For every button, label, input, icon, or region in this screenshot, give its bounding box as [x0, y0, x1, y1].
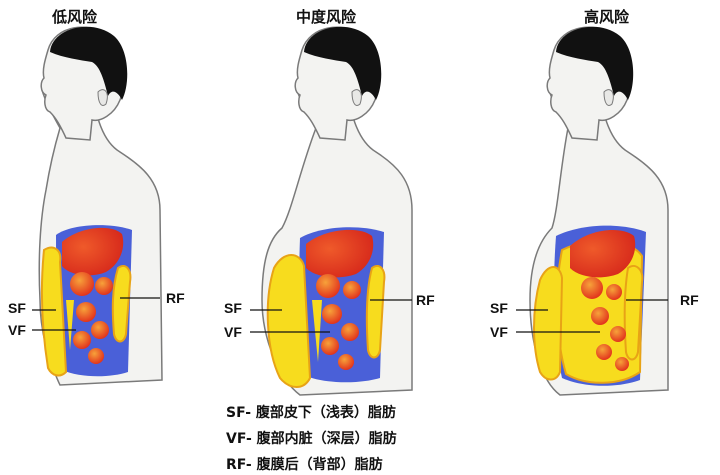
organ — [322, 304, 342, 324]
rf-label: RF — [166, 290, 185, 306]
organ — [606, 284, 622, 300]
figure-low-risk — [32, 26, 163, 386]
retroperitoneal-fat — [623, 264, 644, 361]
sf-label: SF — [8, 300, 26, 316]
ear — [97, 89, 108, 106]
hair — [304, 26, 382, 100]
hair — [50, 26, 128, 100]
panel-title-high-risk: 高风险 — [584, 8, 630, 26]
organ — [591, 307, 609, 325]
legend-rf: RF- 腹膜后（背部）脂肪 — [226, 457, 383, 473]
organ — [88, 348, 104, 364]
liver — [570, 230, 636, 278]
organ — [341, 323, 359, 341]
retroperitoneal-fat — [365, 264, 386, 359]
ear — [603, 89, 614, 106]
organ — [321, 337, 339, 355]
panel-title-low-risk: 低风险 — [52, 8, 98, 26]
vf-label: VF — [224, 324, 242, 340]
organ — [316, 274, 340, 298]
sf-label: SF — [224, 300, 242, 316]
organ — [70, 272, 94, 296]
ear — [351, 89, 362, 106]
figure-medium-risk — [250, 26, 413, 396]
liver — [306, 229, 374, 278]
vf-label: VF — [8, 322, 26, 338]
hair — [556, 26, 634, 100]
retroperitoneal-fat — [111, 264, 132, 343]
liver — [62, 227, 124, 276]
legend-vf: VF- 腹部内脏（深层）脂肪 — [226, 431, 397, 447]
rf-label: RF — [680, 292, 699, 308]
organ — [76, 302, 96, 322]
panel-title-medium-risk: 中度风险 — [296, 8, 357, 26]
subcutaneous-fat — [533, 266, 564, 381]
sf-label: SF — [490, 300, 508, 316]
organ — [95, 277, 113, 295]
subcutaneous-fat — [266, 254, 312, 388]
organ — [73, 331, 91, 349]
subcutaneous-fat — [40, 246, 68, 377]
organ — [615, 357, 629, 371]
figure-high-risk — [516, 26, 669, 396]
vf-label: VF — [490, 324, 508, 340]
legend-sf: SF- 腹部皮下（浅表）脂肪 — [226, 405, 396, 421]
organ — [343, 281, 361, 299]
organ — [610, 326, 626, 342]
organ — [338, 354, 354, 370]
organ — [596, 344, 612, 360]
organ — [581, 277, 603, 299]
rf-label: RF — [416, 292, 435, 308]
organ — [91, 321, 109, 339]
